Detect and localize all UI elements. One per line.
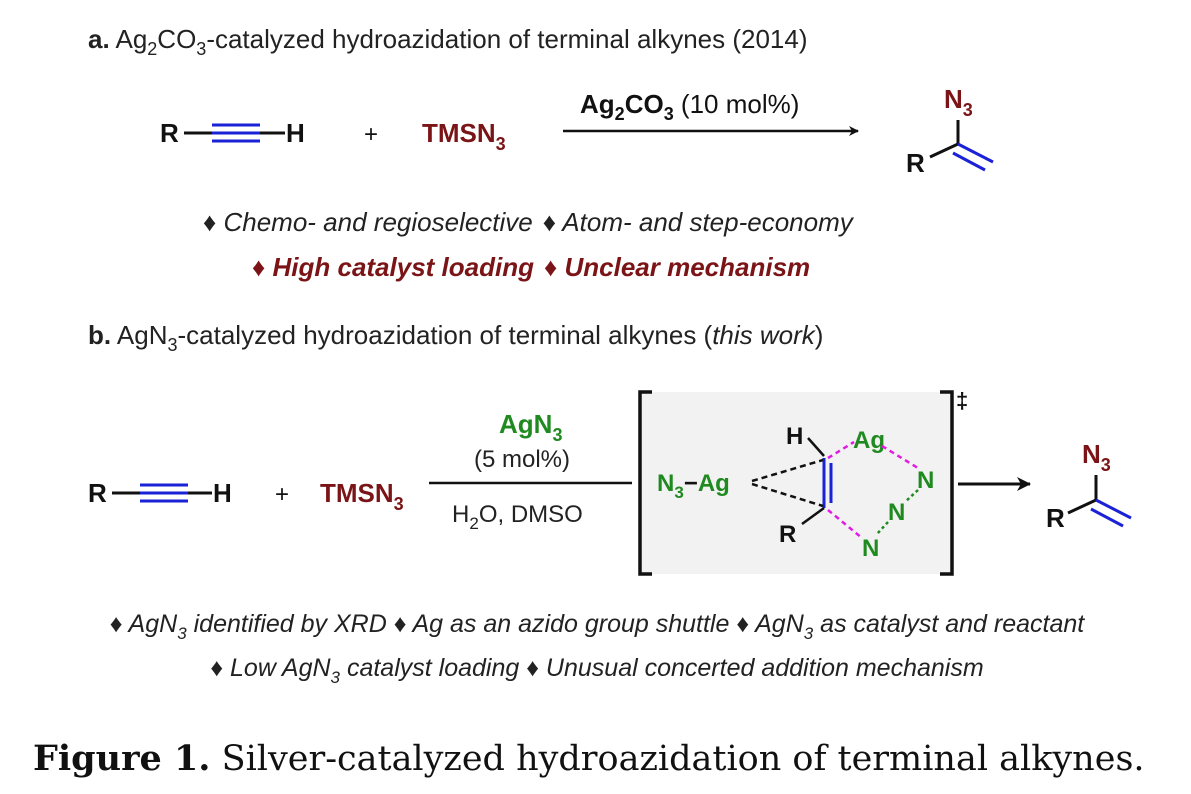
tmsn3-reagent: TMSN3 [422, 118, 506, 154]
ts-bracket-left [638, 390, 652, 576]
product-a-cr-bond [929, 142, 959, 159]
transition-state-box [640, 392, 952, 574]
feature-subscript: 3 [804, 624, 814, 643]
features-line-2: ♦ Low AgN3 catalyst loading ♦ Unusual co… [210, 654, 983, 687]
ts-alkene-bond [822, 458, 833, 508]
ts-dagger: ‡ [956, 388, 968, 413]
feature-item: ♦ AgN [729, 610, 804, 638]
feature-item: ♦ AgN [110, 610, 178, 638]
ts-ag-n-dashed [881, 444, 919, 470]
solvent-label: H2O, DMSO [452, 501, 583, 533]
plus-sign-b: + [275, 481, 289, 508]
ts-n3-ag: N3−Ag [657, 470, 730, 502]
ts-ag-top: Ag [853, 427, 885, 454]
ts-c-n-dashed [827, 509, 863, 539]
ts-n-bottom: N [862, 535, 879, 562]
product-a-double-bond [952, 142, 994, 172]
feature-item: ♦ Ag as an azido group shuttle [387, 610, 730, 638]
transition-state: ‡ H Ag N3−Ag N N N R [638, 388, 968, 576]
panel-a-title: a. Ag2CO3-catalyzed hydroazidation of te… [88, 24, 808, 59]
cons-line: ♦ High catalyst loading♦ Unclear mechani… [252, 252, 810, 282]
ts-ag-c-dashed-2 [751, 482, 824, 508]
product-b-n3: N3 [1082, 439, 1111, 475]
ts-ch-bond [807, 437, 825, 457]
panel-a: a. Ag2CO3-catalyzed hydroazidation of te… [88, 24, 994, 282]
catalyst-ag2co3: Ag2CO3 (10 mol%) [580, 89, 799, 124]
feature-item-rest: catalyst loading [340, 654, 519, 682]
alkyne-b-triple-bond [140, 483, 188, 503]
tmsn3-reagent-b: TMSN3 [320, 478, 404, 514]
product-b-cr-bond [1067, 498, 1097, 515]
plus-sign: + [364, 121, 378, 148]
alkyne-triple-bond [212, 123, 260, 143]
feature-item: ♦ Low AgN [210, 654, 331, 682]
pros-line: ♦ Chemo- and regioselective♦ Atom- and s… [203, 207, 855, 237]
ts-r: R [779, 521, 796, 548]
alkyne-b-r-label: R [88, 478, 107, 508]
figure-caption-text: Silver-catalyzed hydroazidation of termi… [210, 739, 1145, 779]
catalyst-loading-b: (5 mol%) [474, 446, 570, 473]
ts-n-n-bond-1 [904, 489, 919, 503]
alkyne-h-label: H [286, 118, 305, 148]
alkyne-b-h-label: H [213, 478, 232, 508]
product-a-n3: N3 [944, 84, 973, 120]
figure-label: Figure 1. [33, 738, 211, 779]
product-a-r: R [906, 148, 925, 178]
alkyne-r-label: R [160, 118, 179, 148]
product-b-double-bond [1090, 498, 1132, 528]
features-line-1: ♦ AgN3 identified by XRD ♦ Ag as an azid… [110, 610, 1085, 643]
ts-h: H [786, 423, 803, 450]
panel-b: b. AgN3-catalyzed hydroazidation of term… [88, 320, 1132, 687]
reaction-scheme: a. Ag2CO3-catalyzed hydroazidation of te… [88, 24, 1132, 687]
ts-n-mid: N [888, 499, 905, 526]
catalyst-agn3: AgN3 [499, 409, 562, 445]
product-b-r: R [1046, 503, 1065, 533]
figure-caption: Figure 1. Silver-catalyzed hydroazidatio… [33, 738, 1145, 779]
feature-item: ♦ Unusual concerted addition mechanism [519, 654, 983, 682]
feature-subscript: 3 [177, 624, 187, 643]
ts-cr-bond [801, 506, 825, 526]
ts-bracket-right [940, 390, 954, 576]
feature-item-rest: as catalyst and reactant [813, 610, 1085, 638]
ts-n-n-bond-2 [876, 521, 889, 535]
ts-n-right: N [917, 467, 934, 494]
feature-item-rest: identified by XRD [187, 610, 387, 638]
panel-b-title: b. AgN3-catalyzed hydroazidation of term… [88, 320, 823, 355]
ts-ag-c-dashed-1 [751, 458, 824, 483]
feature-subscript: 3 [331, 668, 341, 687]
